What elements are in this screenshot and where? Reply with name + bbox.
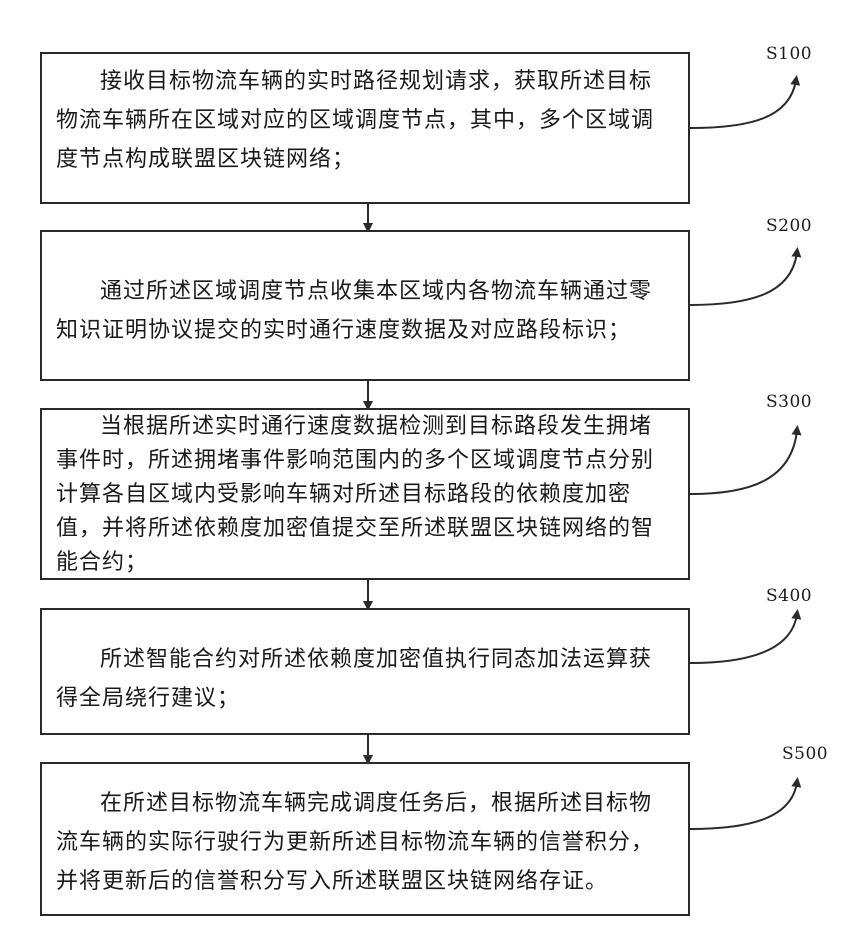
step-text-s500: 在所述目标物流车辆完成调度任务后，根据所述目标物流车辆的实际行驶行为更新所述目标…: [56, 772, 674, 901]
leader-curve-s100: [690, 80, 796, 128]
step-text-s100: 接收目标物流车辆的实时路径规划请求，获取所述目标物流车辆所在区域对应的区域调度节…: [56, 62, 674, 179]
step-label-s300: S300: [766, 392, 812, 412]
step-label-s100: S100: [766, 44, 812, 64]
leader-curve-s400: [690, 614, 797, 663]
step-text-s400: 所述智能合约对所述依赖度加密值执行同态加法运算获得全局绕行建议；: [56, 618, 674, 718]
step-label-s500: S500: [782, 744, 828, 764]
leader-curve-s500: [690, 782, 797, 829]
step-box-s100: 接收目标物流车辆的实时路径规划请求，获取所述目标物流车辆所在区域对应的区域调度节…: [40, 52, 690, 204]
step-label-s200: S200: [766, 216, 812, 236]
leader-curve-s200: [690, 252, 797, 305]
step-box-s200: 通过所述区域调度节点收集本区域内各物流车辆通过零知识证明协议提交的实时通行速度数…: [40, 230, 690, 381]
step-text-s200: 通过所述区域调度节点收集本区域内各物流车辆通过零知识证明协议提交的实时通行速度数…: [56, 240, 674, 350]
step-label-s400: S400: [766, 586, 812, 606]
step-text-s300: 当根据所述实时通行速度数据检测到目标路段发生拥堵事件时，所述拥堵事件影响范围内的…: [56, 410, 674, 580]
step-box-s300: 当根据所述实时通行速度数据检测到目标路段发生拥堵事件时，所述拥堵事件影响范围内的…: [40, 408, 690, 580]
step-box-s400: 所述智能合约对所述依赖度加密值执行同态加法运算获得全局绕行建议；: [40, 608, 690, 735]
leader-curve-s300: [690, 430, 797, 494]
step-box-s500: 在所述目标物流车辆完成调度任务后，根据所述目标物流车辆的实际行驶行为更新所述目标…: [40, 762, 690, 916]
